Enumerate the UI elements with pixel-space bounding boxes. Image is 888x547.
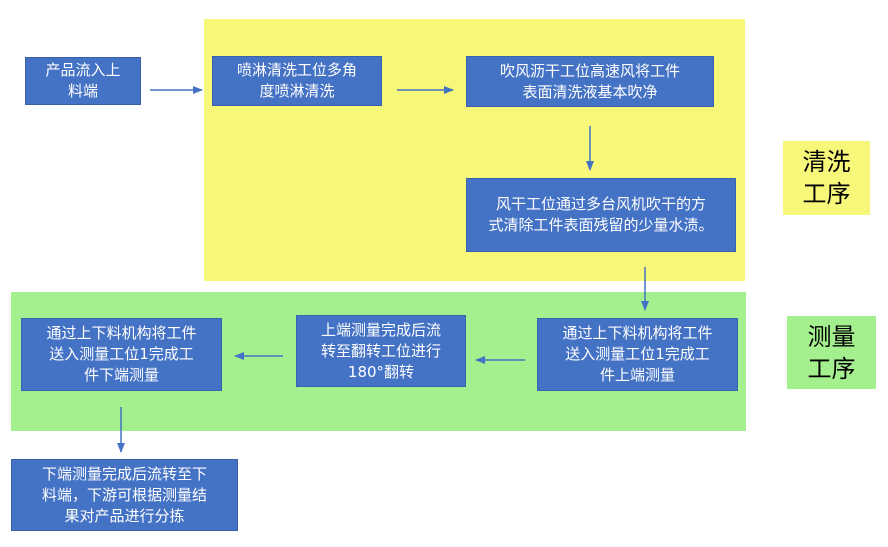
step-outflow-sorting: 下端测量完成后流转至下 料端，下游可根据测量结 果对产品进行分拣 (11, 459, 238, 531)
step-product-inflow: 产品流入上 料端 (25, 57, 141, 105)
step-air-dry: 风干工位通过多台风机吹干的方 式清除工件表面残留的少量水渍。 (466, 178, 736, 252)
step-spray-cleaning: 喷淋清洗工位多角 度喷淋清洗 (212, 56, 382, 106)
step-flip: 上端测量完成后流 转至翻转工位进行 180°翻转 (296, 315, 466, 387)
step-bottom-measure: 通过上下料机构将工件 送入测量工位1完成工 件下端测量 (21, 318, 222, 391)
step-top-measure: 通过上下料机构将工件 送入测量工位1完成工 件上端测量 (537, 318, 738, 391)
measuring-process-label: 测量 工序 (787, 316, 876, 389)
cleaning-process-label: 清洗 工序 (783, 141, 870, 215)
step-blow-drain: 吹风沥干工位高速风将工件 表面清洗液基本吹净 (466, 56, 714, 107)
